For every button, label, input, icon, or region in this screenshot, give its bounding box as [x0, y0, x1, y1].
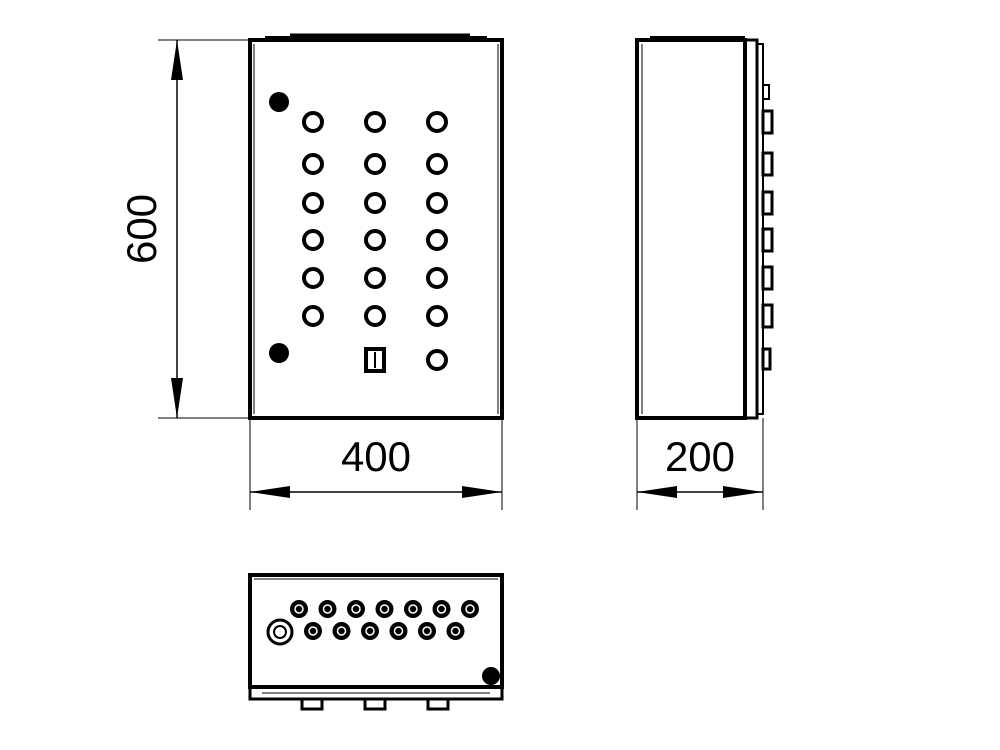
- front-hole-grid: [302, 111, 448, 327]
- front-hole: [364, 267, 386, 289]
- gland-nut: [290, 600, 308, 618]
- gland-nut: [404, 600, 422, 618]
- gland-nut: [375, 600, 394, 618]
- front-hole: [426, 305, 448, 327]
- front-hole: [364, 111, 386, 133]
- bottom-stub-1: [300, 697, 324, 711]
- height-label: 600: [118, 194, 165, 264]
- front-hole: [364, 192, 386, 214]
- gland-nut: [318, 600, 337, 618]
- gland-nut: [347, 600, 365, 618]
- gland-nut: [432, 600, 451, 618]
- front-hole: [426, 111, 448, 133]
- gland-nut: [332, 622, 351, 640]
- front-hole: [364, 229, 386, 251]
- front-hole: [426, 153, 448, 175]
- gland-nut-bore: [308, 626, 318, 636]
- width-label: 400: [341, 433, 411, 480]
- bottom-view: [248, 573, 504, 711]
- side-view: [635, 36, 774, 420]
- front-hole: [302, 111, 324, 133]
- dimension-depth: 200: [636, 418, 764, 510]
- front-lock-bottom: [269, 343, 289, 363]
- gland-nut-bore: [408, 604, 418, 614]
- front-lock-top: [269, 92, 289, 112]
- side-actuator-switch: [761, 347, 772, 371]
- front-key-switch: [364, 347, 386, 373]
- front-hole: [426, 229, 448, 251]
- gland-nut: [446, 622, 465, 640]
- gland-nut-bore: [336, 626, 347, 636]
- gland-nut-bore: [294, 604, 304, 614]
- side-actuator-small: [762, 84, 770, 100]
- gland-nut-bore: [436, 604, 447, 614]
- gland-nut-bore: [465, 604, 475, 614]
- gland-nut-bore: [379, 604, 390, 614]
- bottom-lock: [482, 667, 500, 685]
- gland-nut-bore: [422, 626, 432, 636]
- bottom-stub-2: [363, 697, 387, 711]
- gland-nut: [461, 600, 479, 618]
- bottom-stub-3: [426, 697, 450, 711]
- gland-nut-bore: [351, 604, 361, 614]
- side-actuators: [761, 84, 774, 371]
- gland-nut-bore: [365, 626, 375, 636]
- side-actuator: [761, 265, 774, 291]
- side-actuator: [761, 303, 774, 329]
- gland-nut-bore: [450, 626, 461, 636]
- front-hole: [302, 305, 324, 327]
- gland-nut: [389, 622, 408, 640]
- side-actuator: [761, 151, 774, 177]
- front-hole: [426, 192, 448, 214]
- bottom-gland-group: [290, 600, 479, 640]
- side-enclosure-body: [635, 38, 747, 420]
- gland-nut: [304, 622, 322, 640]
- front-hole: [302, 192, 324, 214]
- front-hole: [302, 229, 324, 251]
- side-actuator: [761, 190, 774, 216]
- front-hole: [426, 267, 448, 289]
- gland-nut: [418, 622, 436, 640]
- gland-nut-bore: [322, 604, 333, 614]
- side-actuator: [761, 109, 774, 135]
- gland-nut-bore: [393, 626, 404, 636]
- front-hole: [364, 305, 386, 327]
- front-view: [248, 33, 504, 420]
- bottom-large-gland-inner: [273, 625, 287, 639]
- gland-nut: [361, 622, 379, 640]
- bottom-large-gland: [266, 618, 294, 646]
- front-enclosure-body: [248, 38, 504, 420]
- front-hole: [364, 153, 386, 175]
- front-hole: [302, 153, 324, 175]
- side-actuator: [761, 227, 774, 253]
- front-hole-bottom: [426, 349, 448, 371]
- front-hole: [302, 267, 324, 289]
- dimension-width: 400: [249, 418, 503, 510]
- depth-label: 200: [665, 433, 735, 480]
- dimension-height: 600: [118, 39, 250, 419]
